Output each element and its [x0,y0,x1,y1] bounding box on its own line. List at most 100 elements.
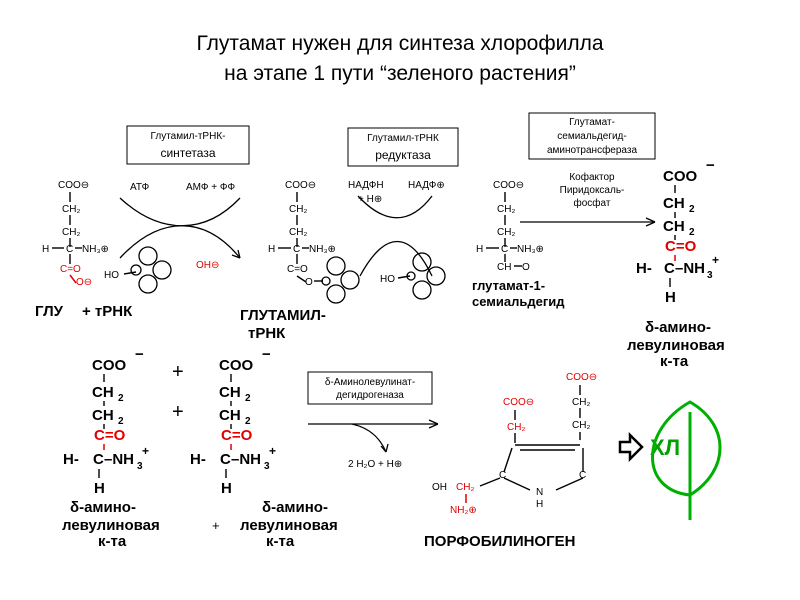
svg-text:−: − [262,346,271,363]
svg-text:NH₂⊕: NH₂⊕ [450,505,477,516]
reaction-arrowhead-3 [645,217,656,227]
svg-text:+: + [712,253,719,267]
cofactor-line3: фосфат [574,197,611,209]
svg-text:C: C [664,260,675,277]
label-ala-1-line1: δ-амино- [645,319,711,336]
svg-text:CH: CH [92,407,114,424]
svg-text:−: − [135,346,144,363]
svg-text:–NH: –NH [231,451,261,468]
svg-text:O⊖: O⊖ [76,277,92,288]
svg-text:CH₂: CH₂ [62,204,80,215]
enzyme-3-line1: Глутамат- [569,117,615,128]
plus-sign-2: + [212,518,220,533]
reaction-arc-1a [119,197,241,227]
leaf-icon [651,400,722,520]
reaction-arc-2a [357,195,433,219]
svg-text:H: H [42,244,49,255]
molecule-ala-2: COO − CH 2 CH 2 C=O H- C –NH 3 + H [63,346,149,497]
svg-text:H: H [94,480,105,497]
svg-text:H-: H- [190,451,206,468]
cofactor-nadph: НАДФН [348,180,384,191]
svg-text:CH: CH [497,262,511,273]
svg-text:C=O: C=O [221,427,253,444]
page-title-line2: на этапе 1 пути “зеленого растения” [224,62,576,85]
enzyme-box-3 [528,112,656,160]
trna-cloverleaf-2-icon [397,252,446,300]
label-ala-2-line2: левулиновая [62,517,160,534]
reaction-arrowhead-4 [428,419,439,429]
svg-text:CH₂: CH₂ [62,227,80,238]
svg-text:+: + [269,444,276,458]
svg-text:C: C [579,470,586,481]
svg-text:COO⊖: COO⊖ [503,397,534,408]
enzyme-box-4 [307,371,433,405]
svg-text:+: + [142,444,149,458]
cofactor-water: 2 H₂O + H⊕ [348,459,402,470]
svg-text:C=O: C=O [665,238,697,255]
cofactor-ho: HO [104,270,119,281]
molecule-ala-3: COO − CH 2 CH 2 C=O H- C –NH 3 + H [190,346,276,497]
svg-text:2: 2 [689,227,695,238]
reaction-arc-1b [119,225,241,259]
molecule-glutamate: COO⊖ CH₂ CH₂ H C NH₃⊕ C=O O⊖ [42,180,109,288]
svg-text:CH₂: CH₂ [497,227,515,238]
svg-text:H: H [665,289,676,306]
label-ala-2-line3: к-та [98,533,127,550]
enzyme-4-line1: δ-Аминолевулинат- [325,377,415,388]
svg-text:CH: CH [219,407,241,424]
enzyme-1-line1: Глутамил-тРНК- [151,131,226,142]
enzyme-2-line1: Глутамил-тРНК [367,133,439,144]
svg-text:CH: CH [219,384,241,401]
cofactor-h-plus: + H⊕ [358,194,382,205]
svg-text:C: C [501,244,508,255]
reaction-branch-arrowhead-4 [380,443,389,453]
svg-text:COO⊖: COO⊖ [285,180,316,191]
svg-text:–NH: –NH [675,260,705,277]
enzyme-1-line2: синтетаза [160,146,215,160]
molecule-gsa: COO⊖ CH₂ CH₂ H C NH₃⊕ CH O [476,180,544,273]
svg-text:CH₂: CH₂ [456,482,474,493]
enzyme-box-1 [126,125,250,165]
svg-text:CH: CH [92,384,114,401]
svg-text:NH₃⊕: NH₃⊕ [309,244,336,255]
label-ala-3-line1: δ-амино- [262,499,328,516]
page-title-line1: Глутамат нужен для синтеза хлорофилла [196,32,603,55]
svg-text:2: 2 [245,416,251,427]
svg-text:H-: H- [63,451,79,468]
enzyme-box-2 [347,127,459,167]
label-porphobilinogen: ПОРФОБИЛИНОГЕН [424,533,575,550]
label-ala-1-line2: левулиновая [627,337,725,354]
svg-text:NH₃⊕: NH₃⊕ [82,244,109,255]
svg-text:COO⊖: COO⊖ [493,180,524,191]
label-plus-trna: + тРНК [82,303,133,320]
molecule-porphobilinogen: COO⊖ CH₂ CH₂ COO⊖ CH₂ C C N H CH₂ NH₂⊕ O… [432,372,597,516]
cofactor-ho-2: HO [380,274,395,285]
label-ala-2-line1: δ-амино- [70,499,136,516]
svg-text:H: H [536,499,543,510]
arrow-to-chlorophyll-icon [618,431,644,463]
cofactor-oh: OH⊖ [196,260,219,271]
enzyme-3-line3: аминотрансфераза [547,144,637,156]
svg-text:–NH: –NH [104,451,134,468]
svg-text:C: C [220,451,231,468]
svg-text:3: 3 [137,461,143,472]
svg-text:CH₂: CH₂ [289,227,307,238]
svg-text:H: H [476,244,483,255]
plus-sign-1b: + [172,361,184,383]
reaction-branch-4 [351,423,387,453]
svg-text:CH: CH [663,195,685,212]
cofactor-amp-pp: АМФ + ФФ [186,182,235,193]
svg-text:CH₂: CH₂ [507,422,525,433]
svg-text:COO⊖: COO⊖ [566,372,597,383]
svg-text:NH₃⊕: NH₃⊕ [517,244,544,255]
svg-text:2: 2 [245,393,251,404]
svg-text:2: 2 [689,204,695,215]
cofactor-atp: АТФ [130,182,150,193]
svg-text:CH₂: CH₂ [497,204,515,215]
label-ala-3-line2: левулиновая [240,517,338,534]
svg-text:C: C [66,244,73,255]
svg-text:O: O [305,277,313,288]
trna-cloverleaf-1-icon [123,246,172,294]
svg-text:3: 3 [264,461,270,472]
label-gsa-line2: семиальдегид [472,294,565,309]
